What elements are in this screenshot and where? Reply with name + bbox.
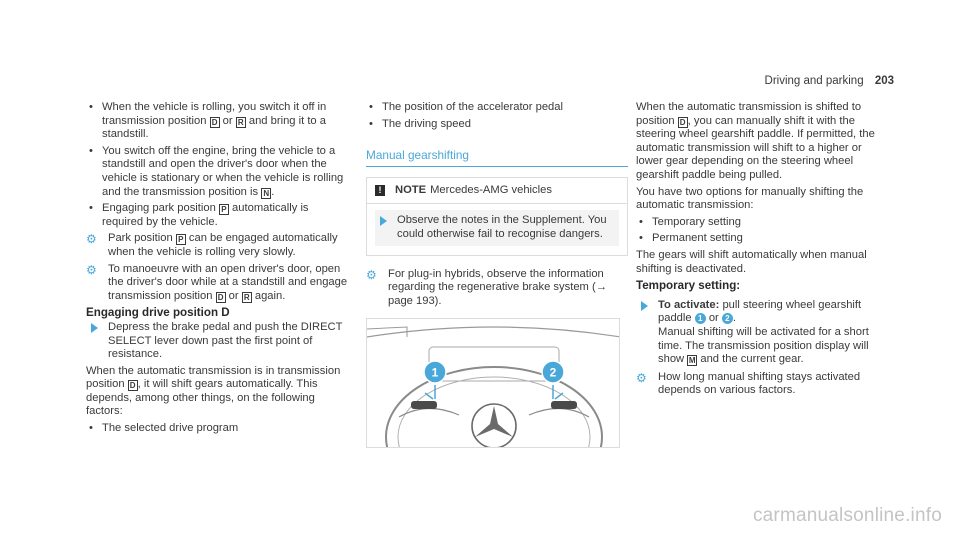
gear-key-p: P (175, 234, 186, 246)
info-note: ⚙ To manoeuvre with an open driver's doo… (86, 262, 348, 303)
bullet-item: The driving speed (366, 118, 628, 132)
notice-body: Observe the notes in the Supplement. You… (367, 204, 627, 254)
steering-wheel-figure: 1 2 (366, 318, 620, 449)
bullet-item: Engaging park position P automatically i… (86, 202, 348, 229)
info-note: ⚙ How long manual shifting stays activat… (636, 370, 861, 397)
callout-1-marker (423, 360, 447, 385)
instruction-step: To activate: pull steering wheel gearshi… (636, 299, 876, 367)
gear-key-d: D (215, 291, 226, 303)
callout-1-marker: 1 (694, 313, 706, 325)
callout-1-label: 1 (432, 366, 439, 380)
bullet-item: The selected drive program (86, 422, 348, 436)
callout-2-marker (541, 360, 565, 385)
column-3: When the automatic transmission is shift… (636, 101, 876, 401)
watermark-link[interactable]: carmanualsonline.info (752, 505, 942, 527)
bullet-item: When the vehicle is rolling, you switch … (86, 101, 348, 142)
section-title-manual-gearshifting: Manual gearshifting (366, 149, 628, 167)
page-number: 203 (874, 75, 894, 87)
arrow-right-step-icon (91, 322, 98, 333)
paragraph: When the automatic transmission is in tr… (86, 364, 341, 418)
callout-2-marker: 2 (721, 313, 733, 325)
paragraph: You have two options for manually shifti… (636, 185, 864, 212)
callout-2-label: 2 (550, 366, 557, 380)
gear-key-p: P (218, 204, 229, 216)
gear-key-d: D (677, 116, 688, 128)
step-label: To activate: (658, 298, 720, 311)
page-reference-arrow: → (595, 281, 607, 294)
header-section: Driving and parking (764, 75, 864, 87)
lightbulb-info-icon: ⚙ (86, 262, 97, 277)
paragraph: When the automatic transmission is shift… (636, 101, 875, 181)
notice-label: NOTE (395, 183, 427, 196)
bullet-item: You switch off the engine, bring the veh… (86, 145, 348, 199)
heading-temporary-setting: Temporary setting: (636, 279, 741, 293)
bullet-item: The position of the accelerator pedal (366, 101, 628, 115)
instruction-step: Observe the notes in the Supplement. You… (375, 210, 619, 246)
gear-key-m: M (687, 355, 698, 367)
gear-key-d: D (127, 380, 138, 392)
lightbulb-info-icon: ⚙ (636, 370, 647, 385)
arrow-right-step-icon (380, 216, 387, 227)
heading-engaging-drive: Engaging drive position D (86, 306, 230, 320)
gear-key-r: R (235, 116, 246, 128)
exclamation-icon: ! (375, 184, 385, 196)
page-header: Driving and parking 203 (765, 75, 894, 89)
gear-key-r: R (241, 291, 252, 303)
gear-key-d: D (209, 116, 220, 128)
info-note: ⚙ For plug-in hybrids, observe the infor… (366, 267, 607, 307)
bullet-item: Permanent setting (636, 232, 876, 246)
arrow-right-step-icon (641, 300, 648, 311)
lightbulb-info-icon: ⚙ (86, 232, 97, 247)
paragraph: The gears will shift automatically when … (636, 248, 867, 275)
column-2: The position of the accelerator pedal Th… (366, 101, 628, 449)
info-note: ⚙ Park position P can be engaged automat… (86, 232, 338, 258)
notice-title: Mercedes-AMG vehicles (430, 183, 552, 196)
gear-key-n: N (261, 187, 272, 199)
lightbulb-info-icon: ⚙ (366, 267, 377, 282)
instruction-step: Depress the brake pedal and push the DIR… (86, 321, 348, 362)
column-1: When the vehicle is rolling, you switch … (86, 101, 348, 439)
bullet-item: Temporary setting (636, 216, 876, 230)
steering-wheel-illustration: 1 2 (367, 326, 619, 448)
